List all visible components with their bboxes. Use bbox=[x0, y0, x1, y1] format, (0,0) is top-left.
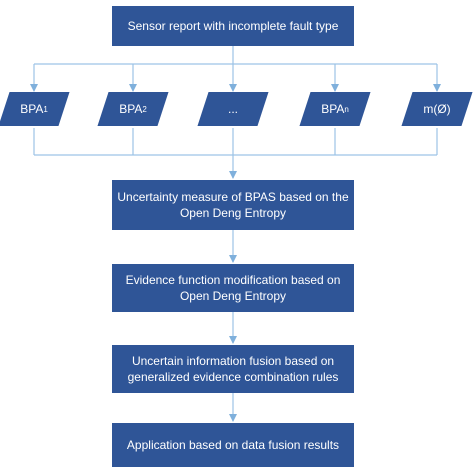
m-empty-node: m(Ø) bbox=[401, 92, 473, 126]
sensor-report-box: Sensor report with incomplete fault type bbox=[112, 6, 354, 46]
information-fusion-box: Uncertain information fusion based on ge… bbox=[112, 345, 354, 393]
modification-line-2: Open Deng Entropy bbox=[179, 289, 287, 303]
evidence-modification-box: Evidence function modification based on … bbox=[112, 264, 354, 312]
fusion-line-1: Uncertain information fusion based on bbox=[131, 354, 335, 368]
modification-line-1: Evidence function modification based on bbox=[125, 273, 341, 287]
fusion-line-2: generalized evidence combination rules bbox=[127, 370, 339, 384]
ellipsis-label: ... bbox=[227, 102, 238, 116]
bpa-1-subscript: 1 bbox=[43, 104, 48, 114]
uncertainty-measure-box: Uncertainty measure of BPAS based on the… bbox=[112, 180, 354, 230]
m-empty-label: m(Ø) bbox=[423, 102, 451, 116]
uncertainty-line-2: Open Deng Entropy bbox=[179, 206, 287, 220]
ellipsis-node: ... bbox=[197, 92, 269, 126]
bpa-2-label: BPA bbox=[119, 102, 143, 116]
application-box: Application based on data fusion results bbox=[112, 423, 354, 467]
bpa-1-label: BPA bbox=[20, 102, 44, 116]
bpa-2-subscript: 2 bbox=[142, 104, 147, 114]
sensor-report-label: Sensor report with incomplete fault type bbox=[127, 19, 339, 33]
bpa-n-subscript: n bbox=[344, 104, 349, 114]
uncertainty-line-1: Uncertainty measure of BPAS based on the bbox=[117, 190, 349, 204]
bpa-n-label: BPA bbox=[321, 102, 345, 116]
application-label: Application based on data fusion results bbox=[126, 438, 340, 452]
